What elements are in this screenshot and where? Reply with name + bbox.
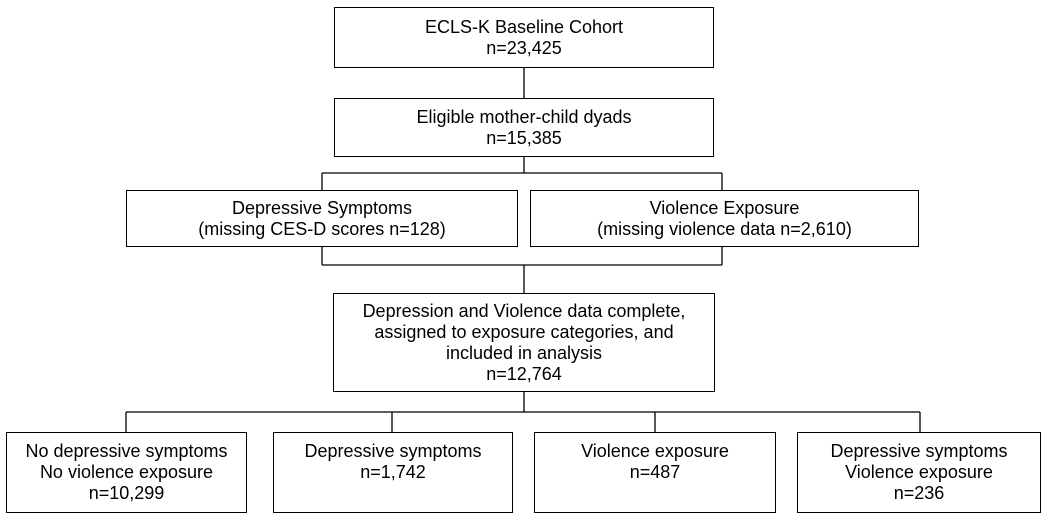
baseline-title: ECLS-K Baseline Cohort: [424, 16, 624, 37]
none-line-1: No depressive symptoms: [25, 441, 228, 461]
complete-count: n=12,764: [486, 363, 562, 384]
depressive-title: Depressive Symptoms: [231, 197, 413, 218]
box-analysis-complete: Depression and Violence data complete, a…: [333, 293, 715, 392]
vio-only-line-1: Violence exposure: [581, 441, 729, 461]
vio-only-count: n=487: [629, 462, 681, 482]
complete-line-1: Depression and Violence data complete,: [362, 300, 686, 321]
box-depressive-symptoms: Depressive Symptoms (missing CES-D score…: [126, 190, 518, 247]
both-count: n=236: [893, 483, 945, 503]
complete-line-2: assigned to exposure categories, and: [374, 321, 674, 342]
violence-missing: (missing violence data n=2,610): [597, 218, 852, 239]
eligible-count: n=15,385: [486, 127, 562, 148]
box-violence-only: Violence exposure n=487: [534, 432, 776, 513]
box-baseline-cohort: ECLS-K Baseline Cohort n=23,425: [334, 7, 714, 68]
dep-only-count: n=1,742: [360, 462, 426, 482]
box-violence-exposure: Violence Exposure (missing violence data…: [530, 190, 919, 247]
both-line-2: Violence exposure: [845, 462, 993, 482]
depressive-missing: (missing CES-D scores n=128): [198, 218, 446, 239]
box-depressive-only: Depressive symptoms n=1,742: [273, 432, 513, 513]
eligible-title: Eligible mother-child dyads: [416, 106, 632, 127]
box-eligible-dyads: Eligible mother-child dyads n=15,385: [334, 98, 714, 157]
dep-only-line-1: Depressive symptoms: [304, 441, 482, 461]
box-both-exposures: Depressive symptoms Violence exposure n=…: [797, 432, 1041, 513]
box-no-symptoms-no-violence: No depressive symptoms No violence expos…: [6, 432, 247, 513]
none-count: n=10,299: [88, 483, 165, 503]
complete-line-3: included in analysis: [445, 342, 603, 363]
none-line-2: No violence exposure: [39, 462, 214, 482]
both-line-1: Depressive symptoms: [830, 441, 1008, 461]
violence-title: Violence Exposure: [649, 197, 800, 218]
baseline-count: n=23,425: [486, 37, 562, 58]
